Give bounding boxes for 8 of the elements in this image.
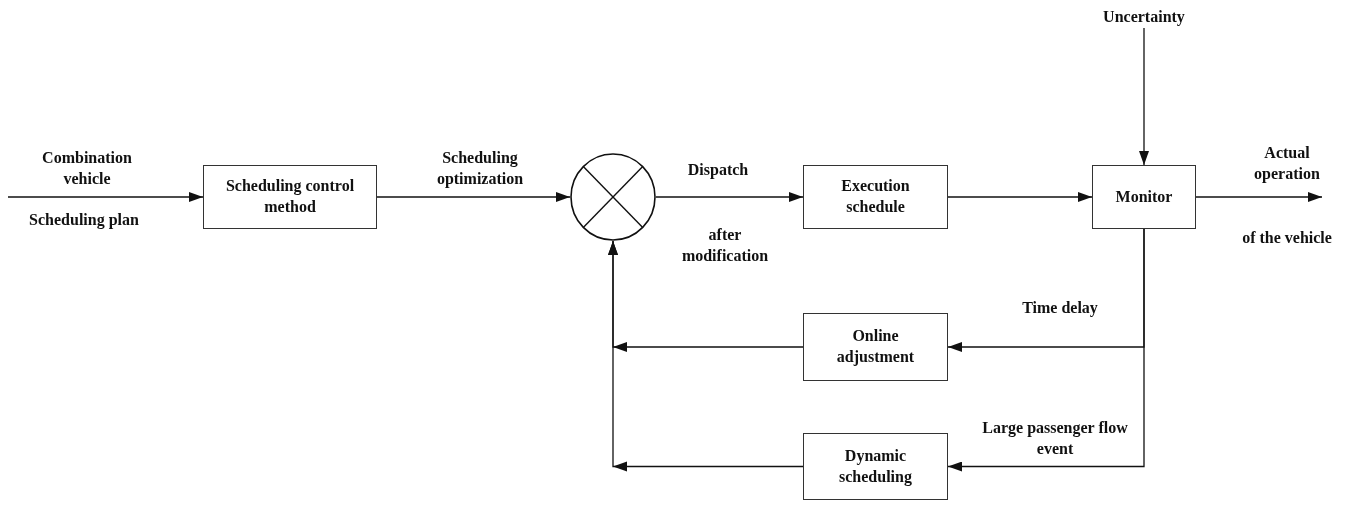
process-box: Scheduling control method	[203, 165, 377, 229]
process-box: Dynamic scheduling	[803, 433, 948, 500]
process-box: Execution schedule	[803, 165, 948, 229]
input-label: Uncertainty	[1084, 6, 1204, 28]
process-box: Online adjustment	[803, 313, 948, 381]
output-label: Actual operation of the vehicle	[1230, 143, 1344, 249]
summing-junction	[570, 153, 656, 241]
process-box: Monitor	[1092, 165, 1196, 229]
